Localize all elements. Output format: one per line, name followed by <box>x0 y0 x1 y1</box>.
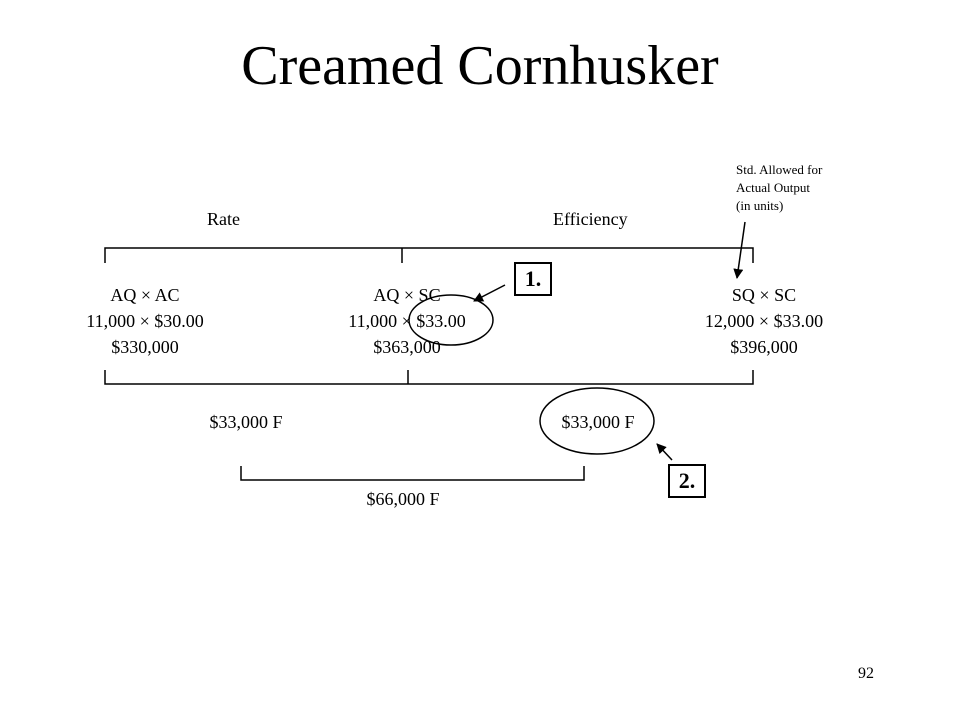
efficiency-variance: $33,000 F <box>561 412 635 432</box>
callout-box-2: 2. <box>668 464 706 498</box>
rate-header: Rate <box>207 209 240 229</box>
std-allowed-note: Std. Allowed for Actual Output (in units… <box>736 161 822 215</box>
total-bracket <box>240 466 585 481</box>
bottom-bracket <box>104 370 754 385</box>
column-actual: AQ × AC 11,000 × $30.00 $330,000 <box>25 282 265 360</box>
column-total: $396,000 <box>730 337 798 357</box>
arrow-to-circle-2 <box>656 443 673 461</box>
arrow-to-circle-1 <box>473 284 506 302</box>
page-title: Creamed Cornhusker <box>241 35 719 97</box>
column-total: $330,000 <box>111 337 179 357</box>
column-total: $363,000 <box>373 337 441 357</box>
column-calc: 11,000 × $33.00 <box>348 311 466 331</box>
arrow-to-sq <box>733 221 746 279</box>
circle-efficiency-variance <box>539 387 655 455</box>
circle-standard-cost <box>408 294 494 346</box>
column-actual-standard: AQ × SC 11,000 × $33.00 $363,000 <box>287 282 527 360</box>
callout-box-1: 1. <box>514 262 552 296</box>
total-variance: $66,000 F <box>366 489 440 509</box>
column-standard: SQ × SC 12,000 × $33.00 $396,000 <box>644 282 884 360</box>
column-calc: 11,000 × $30.00 <box>86 311 204 331</box>
note-line-1: Std. Allowed for <box>736 162 823 177</box>
efficiency-header: Efficiency <box>553 209 628 229</box>
column-formula: AQ × AC <box>110 285 180 305</box>
column-formula: AQ × SC <box>373 285 441 305</box>
rate-variance: $33,000 F <box>209 412 283 432</box>
top-bracket <box>104 247 754 263</box>
note-line-3: (in units) <box>736 198 784 213</box>
note-line-2: Actual Output <box>736 180 811 195</box>
column-formula: SQ × SC <box>731 285 797 305</box>
page-number: 92 <box>858 665 874 682</box>
column-calc: 12,000 × $33.00 <box>704 311 824 331</box>
